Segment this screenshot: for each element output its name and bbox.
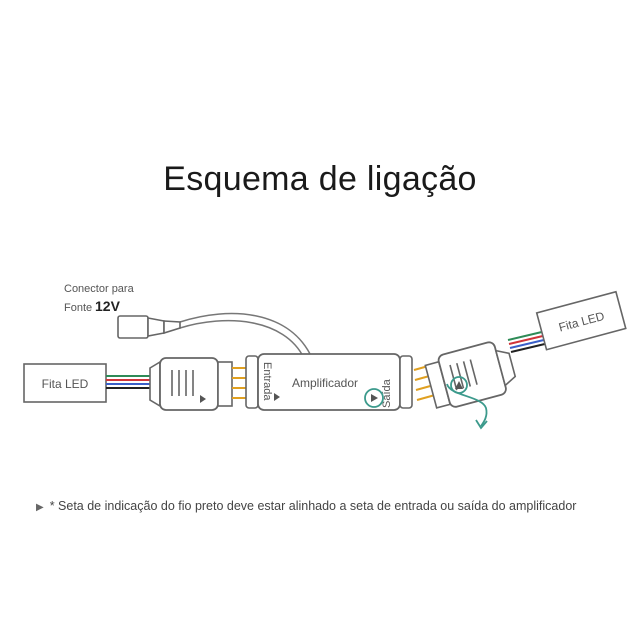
output-highlight-circle: [364, 388, 384, 408]
right-connector: [424, 341, 517, 409]
right-connector-arrow-icon: [455, 381, 463, 389]
dc-barrel-connector: [117, 315, 181, 339]
left-pins: [232, 367, 246, 399]
page-title: Esquema de ligação: [163, 160, 477, 198]
left-connector: [149, 357, 233, 411]
rotate-arrow-icon: [446, 383, 488, 430]
left-rgb-wires: [106, 375, 150, 389]
power-connector-label-prefix: Fonte: [64, 302, 92, 314]
amplifier-unit: Amplificador Entrada Saída: [245, 353, 413, 411]
led-strip-right: Fita LED: [535, 290, 627, 351]
power-cable: [179, 312, 313, 359]
input-arrow-icon: [274, 393, 280, 401]
led-strip-left: Fita LED: [23, 363, 107, 403]
left-connector-arrow-icon: [200, 395, 206, 403]
power-voltage-label: 12V: [95, 298, 121, 314]
footnote-marker-icon: ▶: [36, 502, 44, 513]
amplifier-output-label: Saída: [381, 378, 393, 408]
power-connector-label-line1: Conector para: [64, 283, 135, 295]
amplifier-label: Amplificador: [292, 376, 358, 390]
output-arrow-icon: [371, 394, 378, 402]
footnote: ▶ * Seta de indicação do fio preto deve e…: [36, 499, 576, 513]
right-rgb-wires: [507, 330, 550, 353]
led-strip-left-label: Fita LED: [42, 377, 89, 391]
footnote-text: * Seta de indicação do fio preto deve es…: [49, 499, 577, 513]
amplifier-input-label: Entrada: [261, 362, 273, 401]
